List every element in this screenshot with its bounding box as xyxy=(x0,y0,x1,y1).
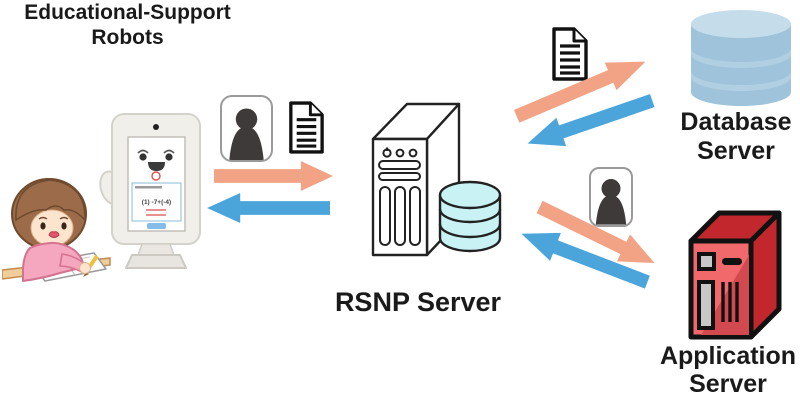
robot-camera-dot xyxy=(153,124,159,130)
person-silhouette xyxy=(229,108,264,160)
robots-node-label: Educational-Support Robots xyxy=(0,0,255,50)
database-server-icon xyxy=(691,10,791,106)
document-icon xyxy=(289,101,324,154)
robot-stand xyxy=(125,243,187,269)
educational-robot-photo: (1) -7+(-4) xyxy=(99,113,201,269)
database-label-line1: Database xyxy=(680,108,792,136)
rsnp-label-text: RSNP Server xyxy=(334,287,502,317)
rsnp-to-robots-arrow xyxy=(207,193,330,223)
document-icon xyxy=(552,27,588,81)
rsnp-database-cylinder xyxy=(438,180,502,253)
robot-face xyxy=(137,149,175,181)
app-tower-details xyxy=(697,252,742,330)
rsnp-node-label: RSNP Server xyxy=(320,288,516,317)
application-label-line2: Server xyxy=(689,370,767,398)
child-student-illustration xyxy=(2,178,111,282)
application-label-line1: Application xyxy=(659,342,797,370)
robots-label-line2: Robots xyxy=(91,26,164,49)
person-icon xyxy=(589,167,633,227)
robots-label-line1: Educational-Support xyxy=(24,1,231,24)
application-node-label: Application Server xyxy=(650,342,800,398)
database-label-line2: Server xyxy=(697,137,775,165)
application-server-icon xyxy=(688,210,782,340)
face-shape xyxy=(30,209,74,247)
person-icon xyxy=(220,95,273,162)
person-silhouette xyxy=(595,179,627,225)
pencil-shape xyxy=(79,254,99,277)
bangs-shape xyxy=(15,179,86,222)
robot-screen-card: (1) -7+(-4) xyxy=(131,182,182,229)
database-to-rsnp-arrow xyxy=(523,86,658,157)
rsnp-tower-shape xyxy=(371,102,461,257)
robot-screen-button xyxy=(147,223,166,229)
robot-math-problem: (1) -7+(-4) xyxy=(142,199,171,206)
face-features xyxy=(38,216,69,238)
rsnp-tower-details xyxy=(378,147,421,246)
robots-to-rsnp-arrow xyxy=(214,161,333,191)
rsnp-server-icon xyxy=(371,102,502,257)
database-node-label: Database Server xyxy=(672,108,800,166)
